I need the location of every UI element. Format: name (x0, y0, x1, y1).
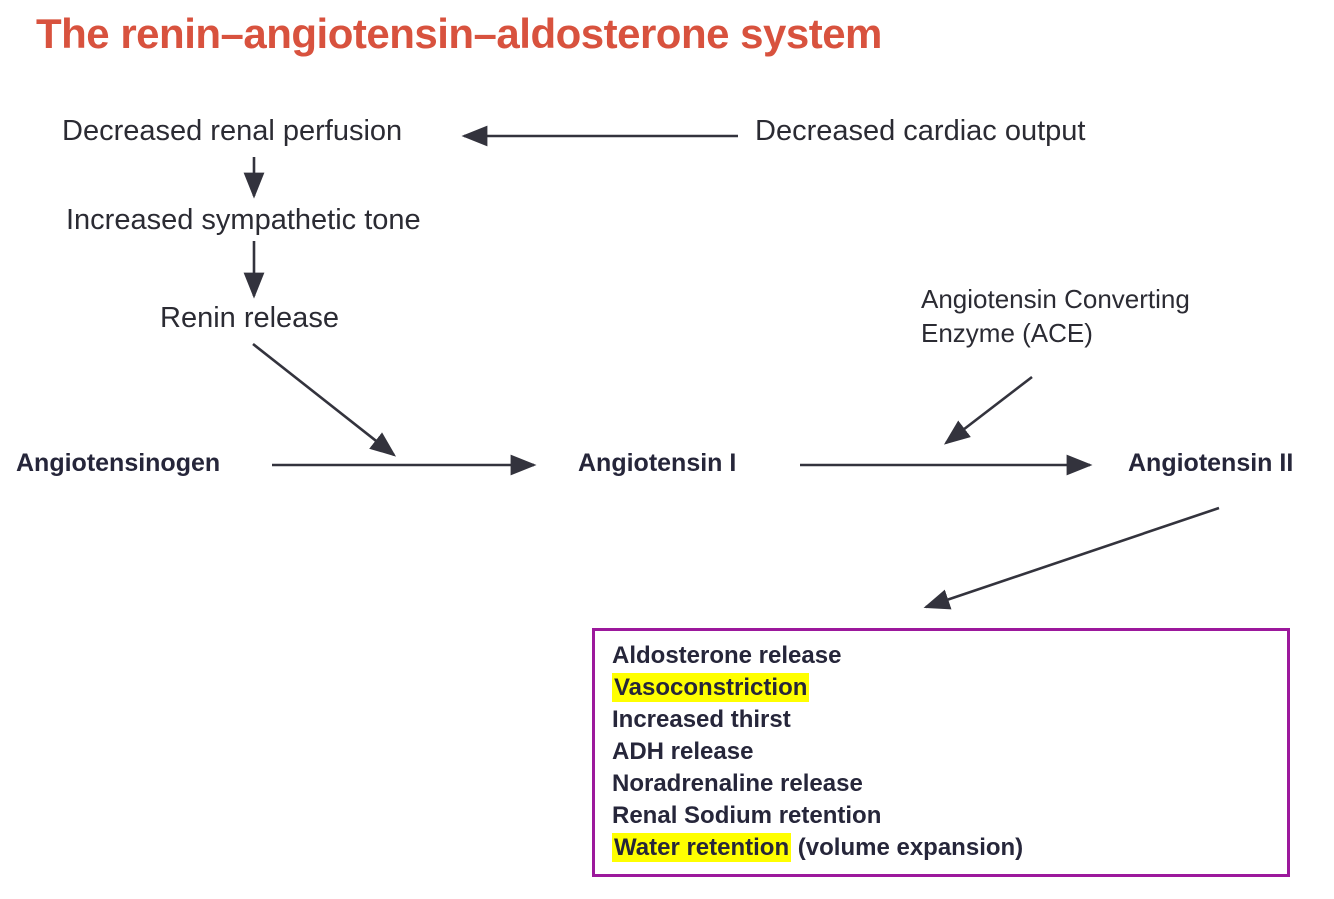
effect-text: Renal Sodium retention (612, 802, 882, 829)
effects-list-item: Vasoconstriction (612, 672, 1272, 704)
highlighted-text: Water retention (612, 833, 792, 862)
arrow-ace-to-chain (943, 375, 1033, 445)
effects-list-item: ADH release (612, 736, 1272, 768)
effects-list-item: Increased thirst (612, 704, 1272, 736)
effects-list-item: Noradrenaline release (612, 768, 1272, 800)
effects-list-item: Water retention (volume expansion) (612, 832, 1272, 864)
node-decreased-renal-perfusion: Decreased renal perfusion (62, 115, 403, 147)
effect-text: ADH release (612, 738, 754, 765)
arrow-angiotensin-ii-to-effects-box (923, 506, 1220, 610)
effect-text: Aldosterone release (612, 642, 842, 669)
effects-list-item: Aldosterone release (612, 640, 1272, 672)
node-angiotensinogen: Angiotensinogen (16, 449, 221, 477)
effect-text: Noradrenaline release (612, 770, 863, 797)
node-increased-sympathetic-tone: Increased sympathetic tone (66, 204, 421, 236)
node-renin-release: Renin release (160, 302, 339, 334)
effect-suffix: (volume expansion) (791, 834, 1024, 861)
node-angiotensin-i: Angiotensin I (578, 449, 737, 477)
effect-text: Increased thirst (612, 706, 791, 733)
node-decreased-cardiac-output: Decreased cardiac output (755, 115, 1086, 147)
arrow-renin-release-to-chain (252, 342, 397, 457)
node-ace-label: Angiotensin Converting Enzyme (ACE) (921, 284, 1190, 348)
node-angiotensin-ii: Angiotensin II (1128, 449, 1294, 477)
page-title: The renin–angiotensin–aldosterone system (36, 10, 882, 57)
effects-list-item: Renal Sodium retention (612, 800, 1272, 832)
highlighted-text: Vasoconstriction (612, 673, 810, 702)
